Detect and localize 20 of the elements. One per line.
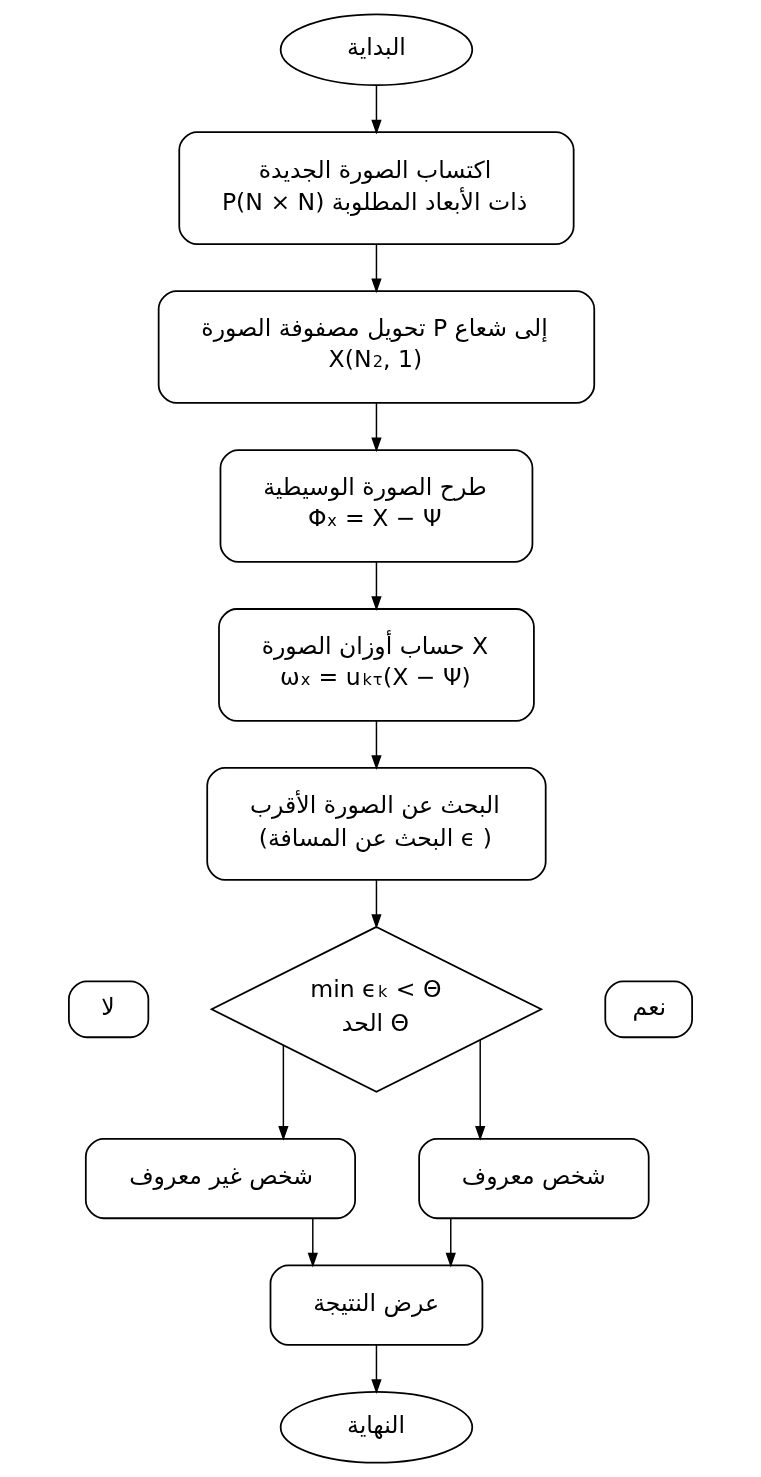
arrow — [371, 561, 382, 612]
arrow — [371, 879, 382, 929]
node-box: لا — [68, 980, 150, 1039]
node-ellipse: النهاية — [279, 1390, 474, 1464]
arrow — [445, 1217, 456, 1268]
arrow — [278, 1044, 289, 1141]
arrow — [371, 84, 382, 135]
node-box: شخص غير معروف — [84, 1137, 356, 1220]
node-box: البحث عن الصورة الأقرب (البحث عن المسافة ϵ ) — [206, 767, 547, 881]
arrow — [475, 1039, 486, 1141]
arrow — [307, 1217, 318, 1268]
node-box: عرض النتيجة — [269, 1264, 484, 1346]
node-box: شخص معروف — [418, 1137, 650, 1220]
node-box: اكتساب الصورة الجديدة P(N × N) ذات الأبعاد المطلوبة — [178, 131, 575, 245]
node-ellipse: البداية — [279, 13, 474, 87]
arrow — [371, 1344, 382, 1394]
arrow — [371, 720, 382, 770]
arrow — [371, 402, 382, 453]
arrow — [371, 243, 382, 294]
node-box: نعم — [604, 980, 693, 1039]
